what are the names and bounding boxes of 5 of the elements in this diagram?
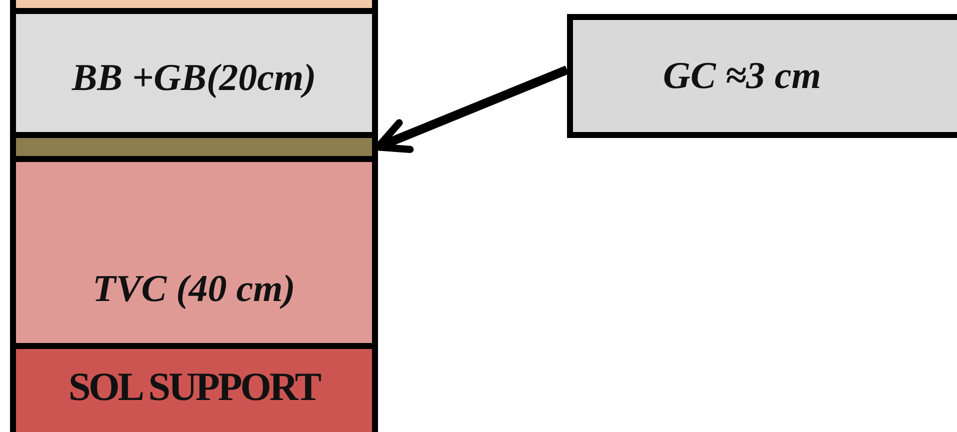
label-box [567, 14, 957, 138]
layer-label: BB +GB(20cm) [72, 56, 316, 100]
layer-label: TVC (40 cm) [92, 267, 296, 311]
layer-label: GC ≈3 cm [663, 54, 822, 98]
layer-label: SOL SUPPORT [68, 363, 320, 410]
